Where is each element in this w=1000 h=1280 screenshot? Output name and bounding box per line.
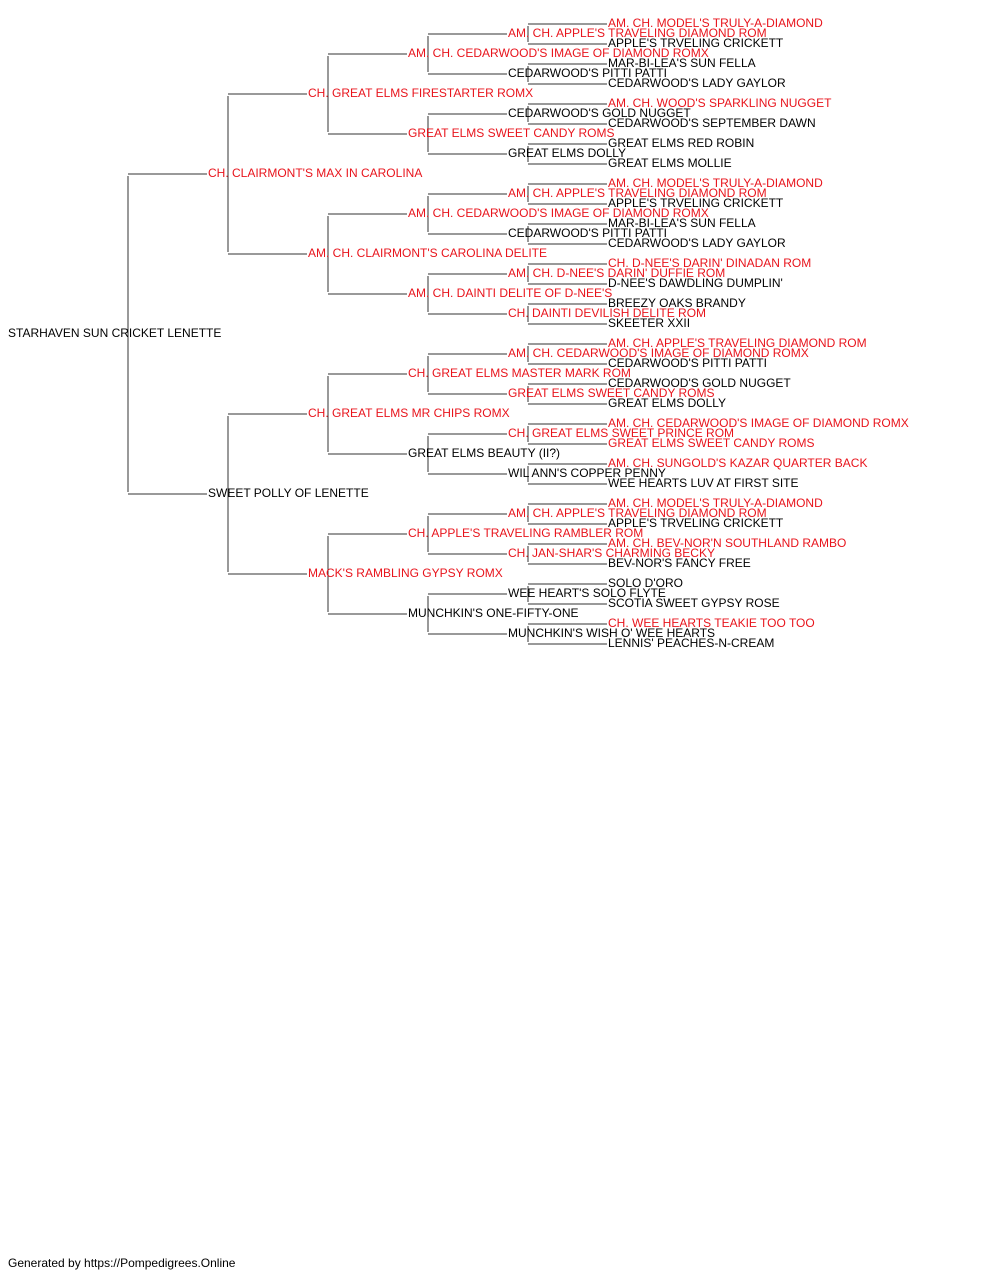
gg-grandparent-name: MUNCHKIN'S WISH O' WEE HEARTS: [508, 626, 715, 640]
gg-grandparent-name: GREAT ELMS DOLLY: [508, 146, 626, 160]
ggg-grandparent-name: AM. CH. MODEL'S TRULY-A-DIAMOND: [608, 176, 823, 190]
ggg-grandparent-name: AM. CH. WOOD'S SPARKLING NUGGET: [608, 96, 832, 110]
gg-grandparent-name: AM. CH. APPLE'S TRAVELING DIAMOND ROM: [508, 26, 767, 40]
parent-name: CH. CLAIRMONT'S MAX IN CAROLINA: [208, 166, 422, 180]
ggg-grandparent-name: CEDARWOOD'S GOLD NUGGET: [608, 376, 791, 390]
great-grandparent-name: AM. CH. DAINTI DELITE OF D-NEE'S: [408, 286, 612, 300]
ggg-grandparent-name: GREAT ELMS DOLLY: [608, 396, 726, 410]
gg-grandparent-name: CEDARWOOD'S PITTI PATTI: [508, 226, 667, 240]
ggg-grandparent-name: CEDARWOOD'S LADY GAYLOR: [608, 76, 786, 90]
ggg-grandparent-name: LENNIS' PEACHES-N-CREAM: [608, 636, 774, 650]
grandparent-name: AM. CH. CLAIRMONT'S CAROLINA DELITE: [308, 246, 547, 260]
ggg-grandparent-name: D-NEE'S DAWDLING DUMPLIN': [608, 276, 783, 290]
ggg-grandparent-name: GREAT ELMS MOLLIE: [608, 156, 732, 170]
gg-grandparent-name: CH. JAN-SHAR'S CHARMING BECKY: [508, 546, 715, 560]
ggg-grandparent-name: SOLO D'ORO: [608, 576, 683, 590]
great-grandparent-name: CH. GREAT ELMS MASTER MARK ROM: [408, 366, 631, 380]
grandparent-name: CH. GREAT ELMS MR CHIPS ROMX: [308, 406, 510, 420]
gg-grandparent-name: CH. GREAT ELMS SWEET PRINCE ROM: [508, 426, 734, 440]
gg-grandparent-name: CH. DAINTI DEVILISH DELITE ROM: [508, 306, 706, 320]
ggg-grandparent-name: CH. WEE HEARTS TEAKIE TOO TOO: [608, 616, 815, 630]
ggg-grandparent-name: GREAT ELMS RED ROBIN: [608, 136, 754, 150]
great-grandparent-name: GREAT ELMS SWEET CANDY ROMS: [408, 126, 614, 140]
gg-grandparent-name: WEE HEART'S SOLO FLYTE: [508, 586, 666, 600]
grandparent-name: CH. GREAT ELMS FIRESTARTER ROMX: [308, 86, 533, 100]
ancestor-labels: AM. CH. MODEL'S TRULY-A-DIAMOND APPLE'S T…: [8, 16, 909, 650]
ggg-grandparent-name: CEDARWOOD'S LADY GAYLOR: [608, 236, 786, 250]
great-grandparent-name: AM. CH. CEDARWOOD'S IMAGE OF DIAMOND ROM…: [408, 206, 709, 220]
gg-grandparent-name: AM. CH. APPLE'S TRAVELING DIAMOND ROM: [508, 186, 767, 200]
ggg-grandparent-name: APPLE'S TRVELING CRICKETT: [608, 516, 784, 530]
ggg-grandparent-name: AM. CH. SUNGOLD'S KAZAR QUARTER BACK: [608, 456, 867, 470]
ggg-grandparent-name: AM. CH. CEDARWOOD'S IMAGE OF DIAMOND ROM…: [608, 416, 909, 430]
ggg-grandparent-name: CEDARWOOD'S SEPTEMBER DAWN: [608, 116, 816, 130]
ggg-grandparent-name: BEV-NOR'S FANCY FREE: [608, 556, 751, 570]
ggg-grandparent-name: BREEZY OAKS BRANDY: [608, 296, 746, 310]
subject-name: STARHAVEN SUN CRICKET LENETTE: [8, 326, 221, 340]
gg-grandparent-name: AM. CH. CEDARWOOD'S IMAGE OF DIAMOND ROM…: [508, 346, 809, 360]
gg-grandparent-name: WIL ANN'S COPPER PENNY: [508, 466, 666, 480]
gg-grandparent-name: GREAT ELMS SWEET CANDY ROMS: [508, 386, 714, 400]
great-grandparent-name: MUNCHKIN'S ONE-FIFTY-ONE: [408, 606, 579, 620]
ggg-grandparent-name: SKEETER XXII: [608, 316, 690, 330]
ggg-grandparent-name: AM. CH. MODEL'S TRULY-A-DIAMOND: [608, 496, 823, 510]
ggg-grandparent-name: GREAT ELMS SWEET CANDY ROMS: [608, 436, 814, 450]
ggg-grandparent-name: APPLE'S TRVELING CRICKETT: [608, 196, 784, 210]
ggg-grandparent-name: WEE HEARTS LUV AT FIRST SITE: [608, 476, 799, 490]
great-grandparent-name: CH. APPLE'S TRAVELING RAMBLER ROM: [408, 526, 643, 540]
great-grandparent-name: AM. CH. CEDARWOOD'S IMAGE OF DIAMOND ROM…: [408, 46, 709, 60]
ggg-grandparent-name: AM. CH. BEV-NOR'N SOUTHLAND RAMBO: [608, 536, 846, 550]
ggg-grandparent-name: MAR-BI-LEA'S SUN FELLA: [608, 56, 756, 70]
gg-grandparent-name: CEDARWOOD'S GOLD NUGGET: [508, 106, 691, 120]
ggg-grandparent-name: CEDARWOOD'S PITTI PATTI: [608, 356, 767, 370]
ggg-grandparent-name: AM. CH. APPLE'S TRAVELING DIAMOND ROM: [608, 336, 867, 350]
ggg-grandparent-name: MAR-BI-LEA'S SUN FELLA: [608, 216, 756, 230]
ggg-grandparent-name: APPLE'S TRVELING CRICKETT: [608, 36, 784, 50]
ggg-grandparent-name: SCOTIA SWEET GYPSY ROSE: [608, 596, 780, 610]
generated-by-footer: Generated by https://Pompedigrees.Online: [8, 1256, 236, 1270]
connector-lines: [127, 23, 607, 645]
great-grandparent-name: GREAT ELMS BEAUTY (II?): [408, 446, 560, 460]
gg-grandparent-name: CEDARWOOD'S PITTI PATTI: [508, 66, 667, 80]
gg-grandparent-name: AM. CH. D-NEE'S DARIN' DUFFIE ROM: [508, 266, 725, 280]
parent-name: SWEET POLLY OF LENETTE: [208, 486, 369, 500]
gg-grandparent-name: AM. CH. APPLE'S TRAVELING DIAMOND ROM: [508, 506, 767, 520]
grandparent-name: MACK'S RAMBLING GYPSY ROMX: [308, 566, 503, 580]
ggg-grandparent-name: CH. D-NEE'S DARIN' DINADAN ROM: [608, 256, 811, 270]
ggg-grandparent-name: AM. CH. MODEL'S TRULY-A-DIAMOND: [608, 16, 823, 30]
